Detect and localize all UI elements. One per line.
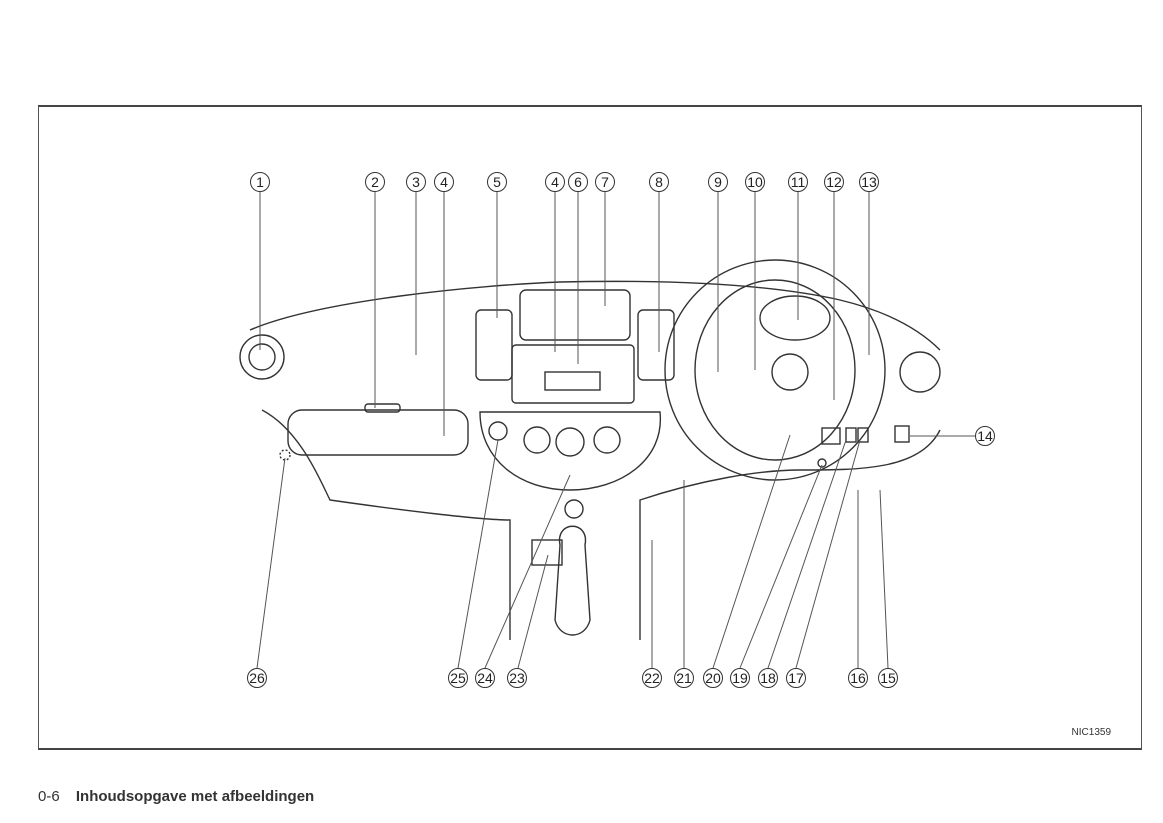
callout-17: 17 (786, 668, 806, 688)
callout-7: 7 (595, 172, 615, 192)
bottom-leader-lines (256, 434, 889, 669)
power-outlet (564, 499, 584, 519)
climate-knob-left (523, 426, 551, 454)
center-display (519, 289, 631, 341)
callout-5: 5 (487, 172, 507, 192)
climate-knob-center (555, 427, 585, 457)
left-air-vent (239, 334, 285, 380)
climate-panel (479, 411, 661, 491)
section-title: Inhoudsopgave met afbeeldingen (75, 788, 315, 805)
callout-2: 2 (365, 172, 385, 192)
callout-4b: 4 (545, 172, 565, 192)
callout-1: 1 (250, 172, 270, 192)
callout-3: 3 (406, 172, 426, 192)
switch-14 (894, 425, 910, 443)
steering-wheel-inner (694, 279, 856, 461)
callout-8: 8 (649, 172, 669, 192)
callout-25: 25 (448, 668, 468, 688)
callout-13: 13 (859, 172, 879, 192)
audio-unit (511, 344, 635, 404)
center-vent-right (637, 309, 675, 381)
callout-14: 14 (975, 426, 995, 446)
hood-release-marker (279, 449, 291, 461)
callout-18: 18 (758, 668, 778, 688)
callout-26: 26 (247, 668, 267, 688)
top-leader-lines (259, 192, 975, 437)
page-number: 0-6 (38, 788, 60, 805)
callout-6: 6 (568, 172, 588, 192)
steering-wheel-outer (664, 259, 886, 481)
illustration-frame: NIC1359 (38, 105, 1142, 750)
callout-16: 16 (848, 668, 868, 688)
hazard-switch (488, 421, 508, 441)
callout-23: 23 (507, 668, 527, 688)
center-vent-left (475, 309, 513, 381)
glovebox (287, 409, 469, 456)
climate-knob-right (593, 426, 621, 454)
callout-10: 10 (745, 172, 765, 192)
callout-11: 11 (788, 172, 808, 192)
instrument-cluster (759, 295, 831, 341)
callout-20: 20 (703, 668, 723, 688)
console-tray (531, 539, 563, 566)
callout-9: 9 (708, 172, 728, 192)
callout-22: 22 (642, 668, 662, 688)
callout-19: 19 (730, 668, 750, 688)
callout-4: 4 (434, 172, 454, 192)
callout-12: 12 (824, 172, 844, 192)
callout-15: 15 (878, 668, 898, 688)
callout-24: 24 (475, 668, 495, 688)
gear-shift-lever (554, 525, 591, 636)
steering-wheel-hub (771, 353, 809, 391)
right-air-vent (899, 351, 941, 393)
callout-21: 21 (674, 668, 694, 688)
figure-code: NIC1359 (1071, 727, 1111, 738)
page-footer: 0-6 Inhoudsopgave met afbeeldingen (38, 788, 314, 805)
